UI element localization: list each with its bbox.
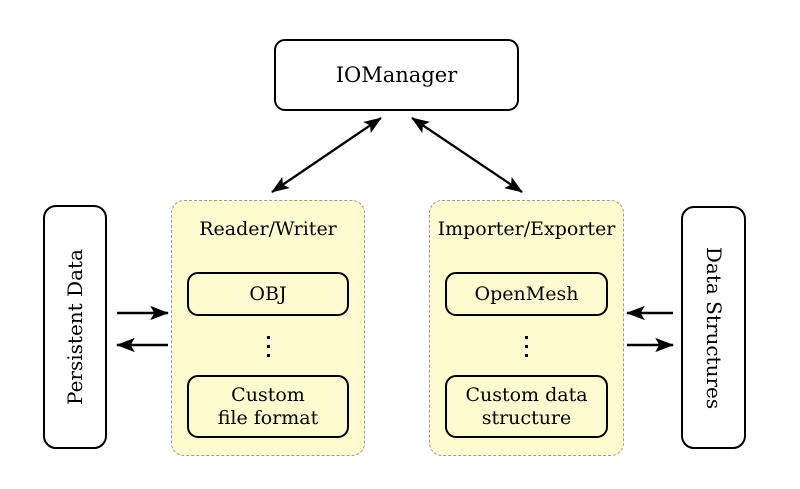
panel-importer-exporter-title: Importer/Exporter	[437, 218, 616, 240]
panel-item-custom-data-structure[interactable]: Custom data structure	[445, 375, 608, 438]
node-data-structures-label: Data Structures	[701, 246, 726, 409]
panel-item-openmesh[interactable]: OpenMesh	[445, 272, 608, 316]
node-iomanager[interactable]: IOManager	[274, 39, 519, 111]
arrow-manager-to-readerwriter	[271, 117, 382, 193]
panel-item-custom-data-structure-line2: structure	[481, 406, 572, 429]
vertical-ellipsis-icon	[172, 327, 364, 365]
panel-reader-writer-title: Reader/Writer	[199, 218, 337, 240]
node-persistent-data[interactable]: Persistent Data	[43, 205, 107, 449]
vertical-ellipsis-icon	[430, 327, 623, 365]
panel-reader-writer: Reader/Writer OBJ Custom file format	[171, 200, 365, 456]
panel-item-obj[interactable]: OBJ	[187, 272, 349, 316]
panel-item-obj-label: OBJ	[249, 282, 287, 305]
node-persistent-data-label: Persistent Data	[63, 249, 87, 405]
panel-importer-exporter: Importer/Exporter OpenMesh Custom data s…	[429, 200, 624, 456]
node-iomanager-label: IOManager	[335, 62, 458, 87]
arrow-manager-to-importerexporter	[411, 117, 523, 193]
panel-item-custom-file-format-line1: Custom	[231, 383, 305, 406]
panel-item-custom-file-format-line2: file format	[217, 406, 319, 429]
node-data-structures[interactable]: Data Structures	[681, 206, 746, 449]
panel-item-custom-file-format[interactable]: Custom file format	[187, 375, 349, 438]
panel-item-custom-data-structure-line1: Custom data	[465, 383, 588, 406]
panel-item-openmesh-label: OpenMesh	[474, 282, 579, 305]
